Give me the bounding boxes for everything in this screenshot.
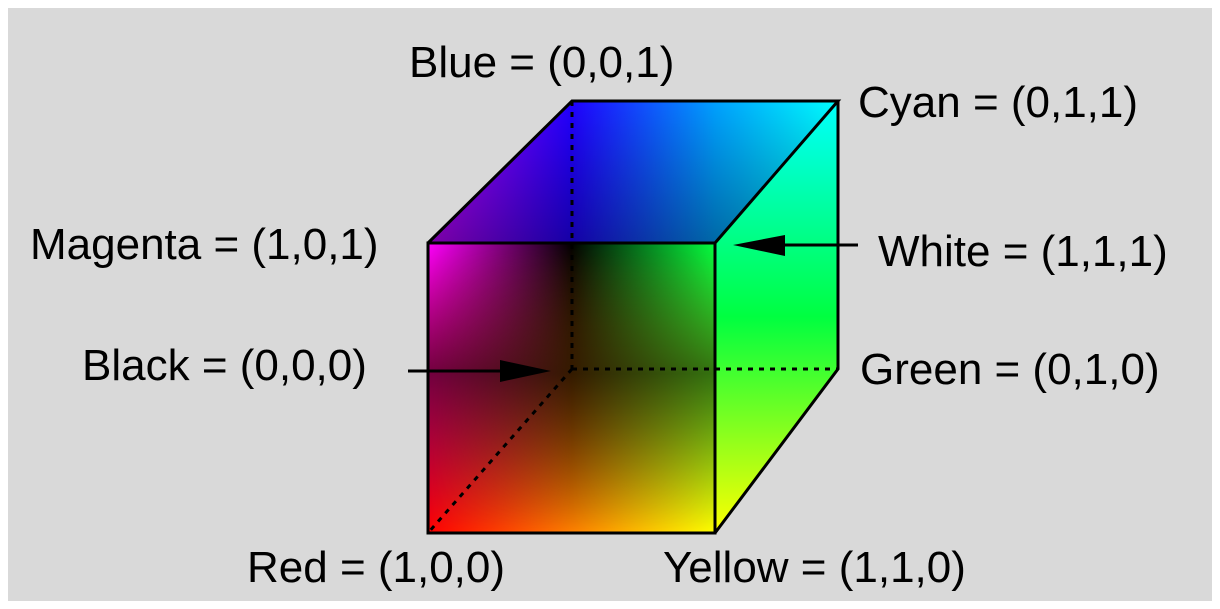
label-white: White = (1,1,1) (878, 227, 1168, 276)
label-cyan: Cyan = (0,1,1) (858, 78, 1138, 127)
cube-edges (426, 99, 842, 535)
label-green: Green = (0,1,0) (860, 345, 1160, 394)
label-yellow: Yellow = (1,1,0) (663, 543, 966, 592)
black-arrow-head (500, 360, 551, 382)
cube-front-face-center-shade (428, 243, 715, 533)
white-arrow (733, 235, 858, 256)
label-black: Black = (0,0,0) (82, 341, 367, 390)
label-red: Red = (1,0,0) (247, 543, 505, 592)
white-arrow-head (733, 235, 785, 256)
label-magenta: Magenta = (1,0,1) (30, 220, 379, 269)
cube-top-face-shade (428, 101, 838, 243)
label-blue: Blue = (0,0,1) (409, 38, 674, 87)
black-arrow (408, 360, 551, 382)
hidden-edge-diagonal (426, 368, 574, 534)
